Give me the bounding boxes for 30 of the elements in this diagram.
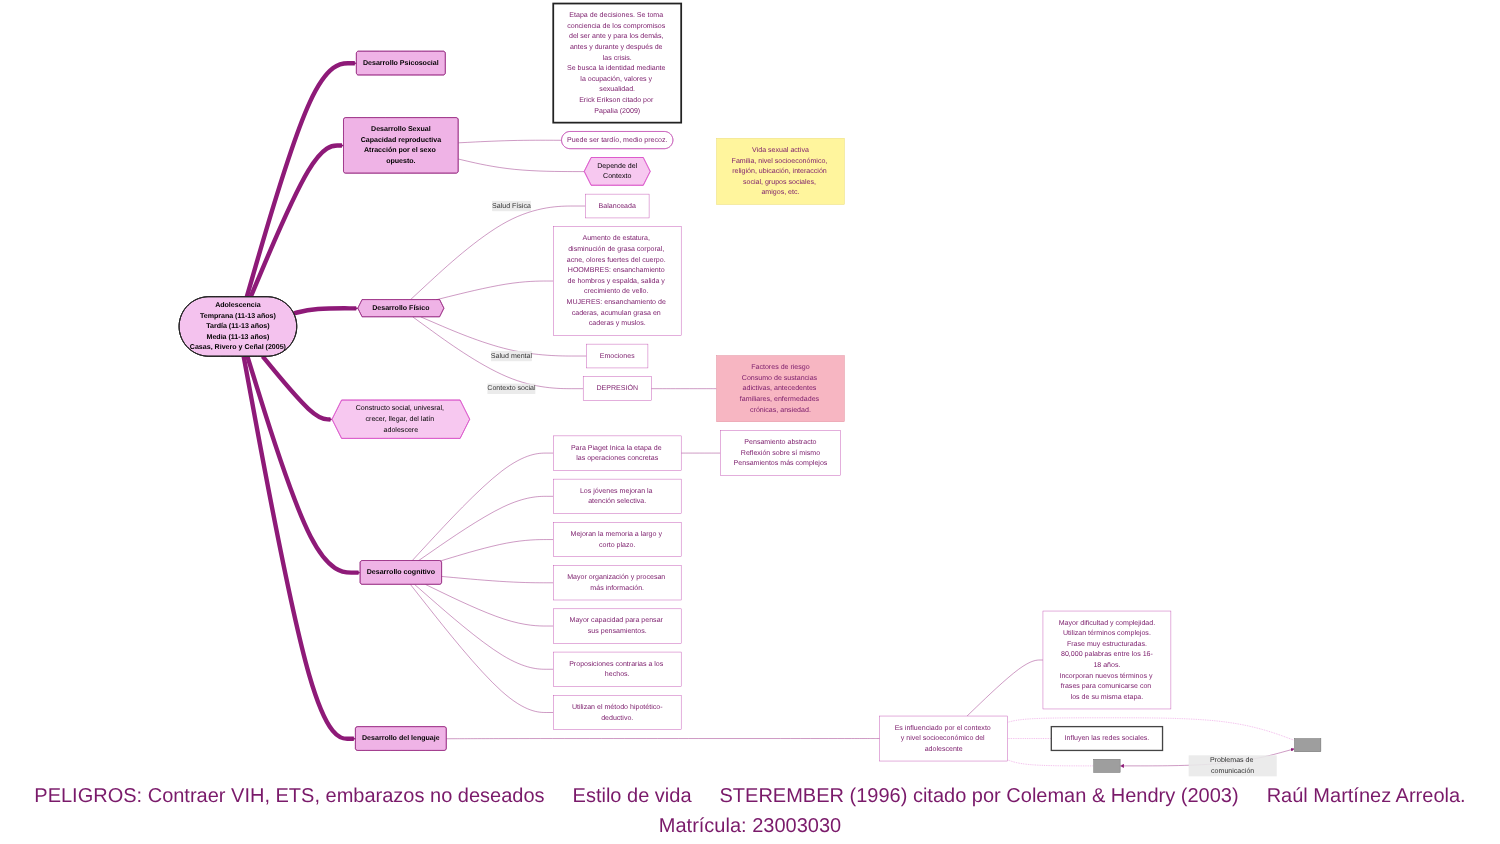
arrow: [244, 61, 357, 298]
connector: [435, 280, 554, 300]
connector: [1007, 717, 1295, 741]
connector: [420, 316, 587, 357]
arrow: [248, 143, 344, 298]
connector: [410, 205, 586, 300]
connector: [441, 576, 554, 583]
connector: [418, 496, 554, 561]
connector: [1007, 738, 1052, 739]
connector: [458, 158, 585, 172]
note-text: PELIGROS: Contraer VIH, ETS, embarazos no deseados: [34, 786, 545, 808]
connector: [412, 316, 584, 389]
connector: [458, 140, 562, 144]
connector: [414, 584, 554, 670]
note-text: STEREMBER (1996) citado por Coleman & Hendry (2003): [719, 786, 1239, 808]
note-text: Matrícula: 23003030: [658, 816, 842, 838]
connector: [446, 738, 880, 739]
connector: [1007, 759, 1094, 767]
arrow: [241, 356, 356, 741]
note-text: Raúl Martínez Arreola.: [1266, 786, 1466, 808]
connector: [411, 452, 554, 561]
connector: [425, 584, 554, 627]
node-box: [1093, 759, 1121, 773]
node-box: [1294, 738, 1322, 752]
arrow: [260, 355, 333, 422]
connector: [440, 539, 554, 562]
note-text: Estilo de vida: [572, 786, 692, 808]
connector: [410, 584, 554, 713]
arrow: [293, 306, 359, 316]
arrow: [245, 355, 361, 575]
